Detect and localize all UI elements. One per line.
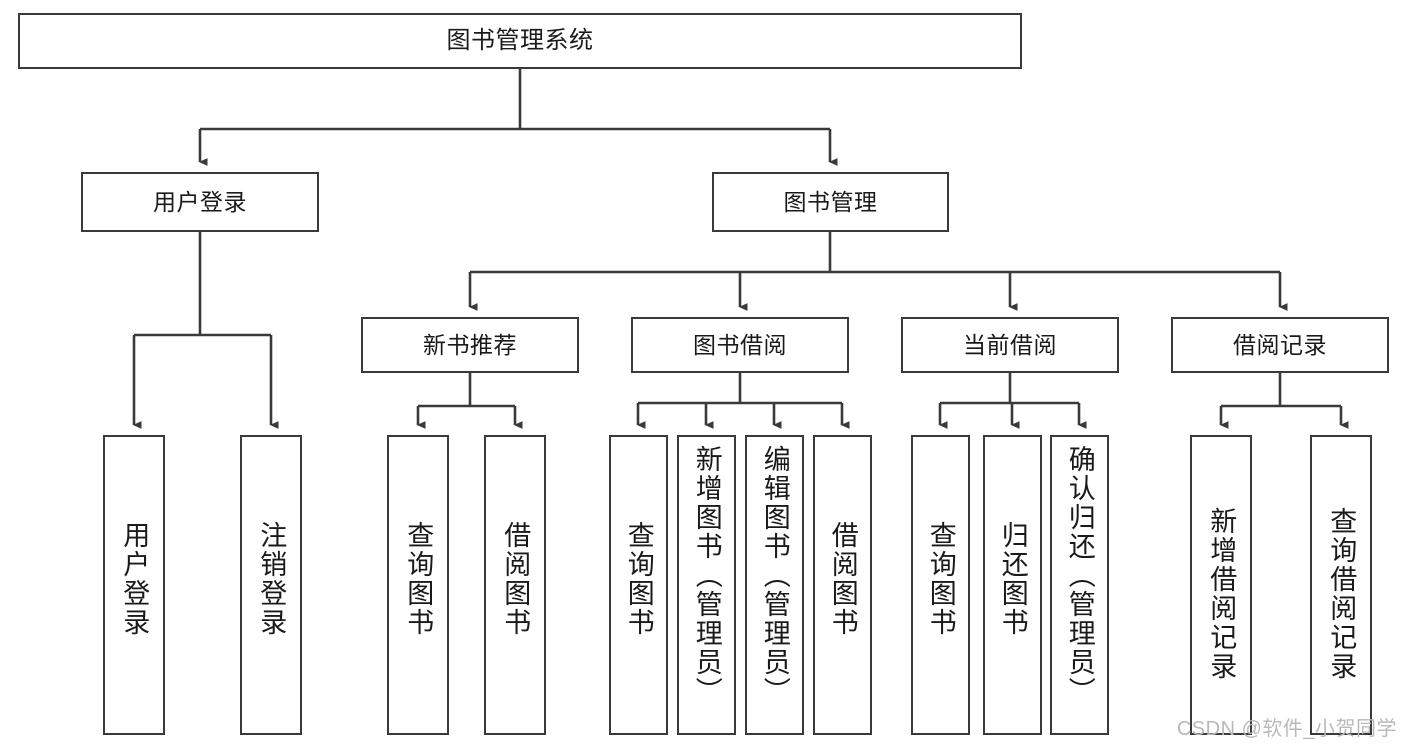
node-leaf-add-book-label: 新增图书（管理员） — [691, 445, 722, 706]
node-leaf-query-book-3-label: 查询图书 — [925, 521, 956, 637]
node-borrow-record-label: 借阅记录 — [1233, 331, 1327, 358]
node-leaf-add-record[interactable]: 新增借阅记录 — [1190, 435, 1252, 735]
node-leaf-user-login-label: 用户登录 — [119, 521, 150, 637]
node-book-management[interactable]: 图书管理 — [712, 172, 949, 232]
node-leaf-borrow-book-2[interactable]: 借阅图书 — [813, 435, 872, 735]
node-current-borrow[interactable]: 当前借阅 — [901, 317, 1119, 373]
node-leaf-borrow-book-1[interactable]: 借阅图书 — [484, 435, 546, 735]
node-leaf-borrow-book-2-label: 借阅图书 — [827, 521, 858, 637]
node-root[interactable]: 图书管理系统 — [18, 13, 1022, 69]
node-current-borrow-label: 当前借阅 — [963, 331, 1057, 358]
node-user-login-label: 用户登录 — [153, 188, 247, 215]
node-leaf-query-book-1-label: 查询图书 — [403, 521, 434, 637]
node-leaf-confirm-return-label: 确认归还（管理员） — [1064, 445, 1095, 706]
node-leaf-query-book-3[interactable]: 查询图书 — [911, 435, 970, 735]
node-leaf-user-login[interactable]: 用户登录 — [103, 435, 165, 735]
node-leaf-query-book-1[interactable]: 查询图书 — [387, 435, 449, 735]
node-leaf-query-record-label: 查询借阅记录 — [1326, 507, 1357, 681]
node-leaf-borrow-book-1-label: 借阅图书 — [500, 521, 531, 637]
node-borrow-record[interactable]: 借阅记录 — [1171, 317, 1389, 373]
node-new-book-recommend-label: 新书推荐 — [423, 331, 517, 358]
node-user-login[interactable]: 用户登录 — [81, 172, 319, 232]
node-book-borrow-label: 图书借阅 — [693, 331, 787, 358]
watermark: CSDN @软件_小贺同学 — [1176, 718, 1397, 740]
node-leaf-edit-book[interactable]: 编辑图书（管理员） — [745, 435, 804, 735]
node-leaf-query-book-2[interactable]: 查询图书 — [609, 435, 668, 735]
node-book-management-label: 图书管理 — [783, 188, 878, 215]
node-leaf-logout[interactable]: 注销登录 — [240, 435, 302, 735]
node-leaf-return-book[interactable]: 归还图书 — [983, 435, 1042, 735]
node-leaf-edit-book-label: 编辑图书（管理员） — [759, 445, 790, 706]
node-leaf-query-record[interactable]: 查询借阅记录 — [1310, 435, 1372, 735]
node-book-borrow[interactable]: 图书借阅 — [631, 317, 849, 373]
node-leaf-logout-label: 注销登录 — [256, 521, 287, 637]
node-leaf-add-record-label: 新增借阅记录 — [1206, 507, 1237, 681]
node-root-label: 图书管理系统 — [446, 27, 594, 54]
node-leaf-add-book[interactable]: 新增图书（管理员） — [677, 435, 736, 735]
node-new-book-recommend[interactable]: 新书推荐 — [361, 317, 579, 373]
node-leaf-return-book-label: 归还图书 — [997, 521, 1028, 637]
node-leaf-confirm-return[interactable]: 确认归还（管理员） — [1050, 435, 1109, 735]
node-leaf-query-book-2-label: 查询图书 — [623, 521, 654, 637]
